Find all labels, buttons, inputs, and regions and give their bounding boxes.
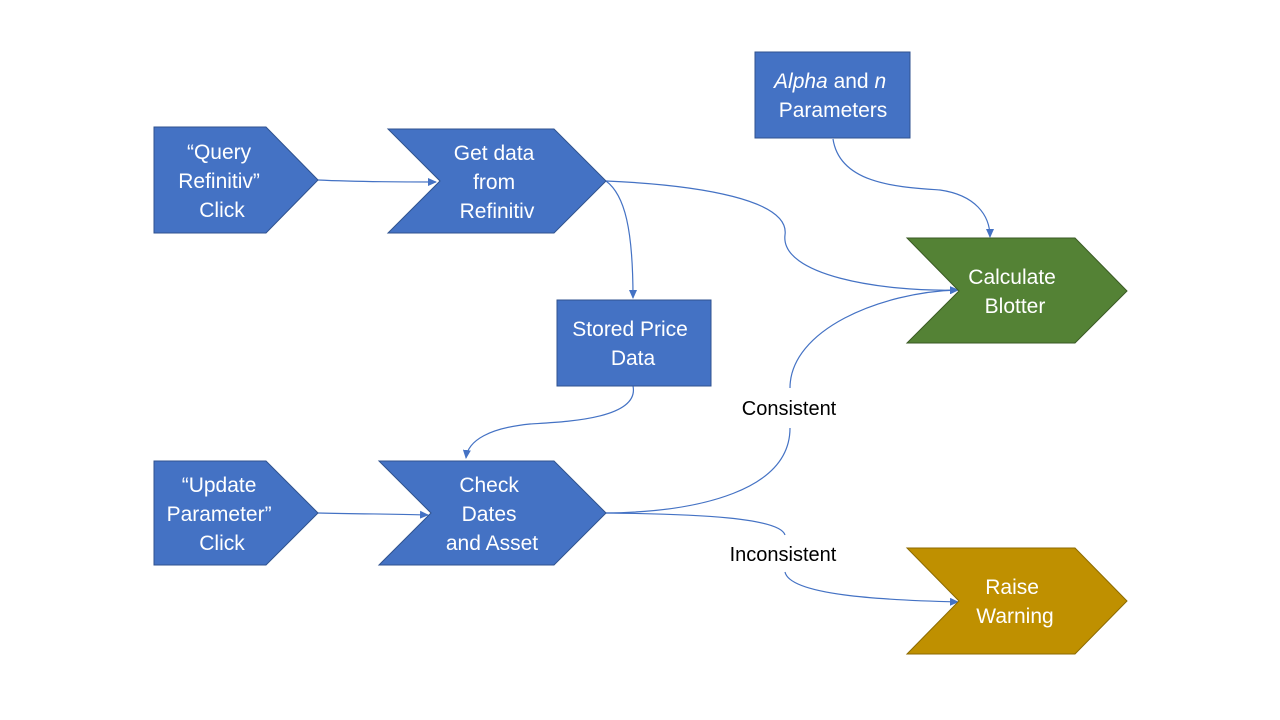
edge-update-to-check [317,510,429,519]
edge-query-to-getdata [317,177,437,186]
node-alpha-n-parameters: Alpha and n Parameters [754,51,911,139]
edge-check-to-warning-inconsistent [605,512,958,602]
node-raise-warning: Raise Warning [905,547,1128,655]
node-calculate-blotter: Calculate Blotter [905,237,1128,344]
node-get-data-from-refinitiv: Get data from Refinitiv [386,128,607,234]
edge-stored-to-check [462,385,634,459]
node-stored-price-data-label: Stored Price Data [572,318,693,370]
node-check-dates-and-asset: Check Dates and Asset [377,460,607,566]
edge-alpha-to-blotter [832,138,994,238]
node-query-refinitiv-click-label: “Query Refinitiv” Click [178,141,266,222]
edge-getdata-to-stored [605,180,637,299]
node-calculate-blotter-label: Calculate Blotter [968,266,1061,318]
node-query-refinitiv-click: “Query Refinitiv” Click [153,126,319,234]
node-check-dates-label: Check Dates and Asset [446,474,538,555]
inconsistent-label: Inconsistent [730,544,837,566]
node-get-data-label: Get data from Refinitiv [454,142,540,223]
edge-check-to-blotter-consistent [605,290,958,514]
consistent-label: Consistent [742,398,837,420]
node-update-parameter-click: “Update Parameter” Click [153,460,319,566]
node-raise-warning-label: Raise Warning [976,576,1053,628]
edge-getdata-to-blotter [605,180,959,295]
node-alpha-n-parameters-label: Alpha and n Parameters [772,70,892,122]
node-stored-price-data: Stored Price Data [556,299,712,387]
node-update-parameter-click-label: “Update Parameter” Click [167,474,278,555]
